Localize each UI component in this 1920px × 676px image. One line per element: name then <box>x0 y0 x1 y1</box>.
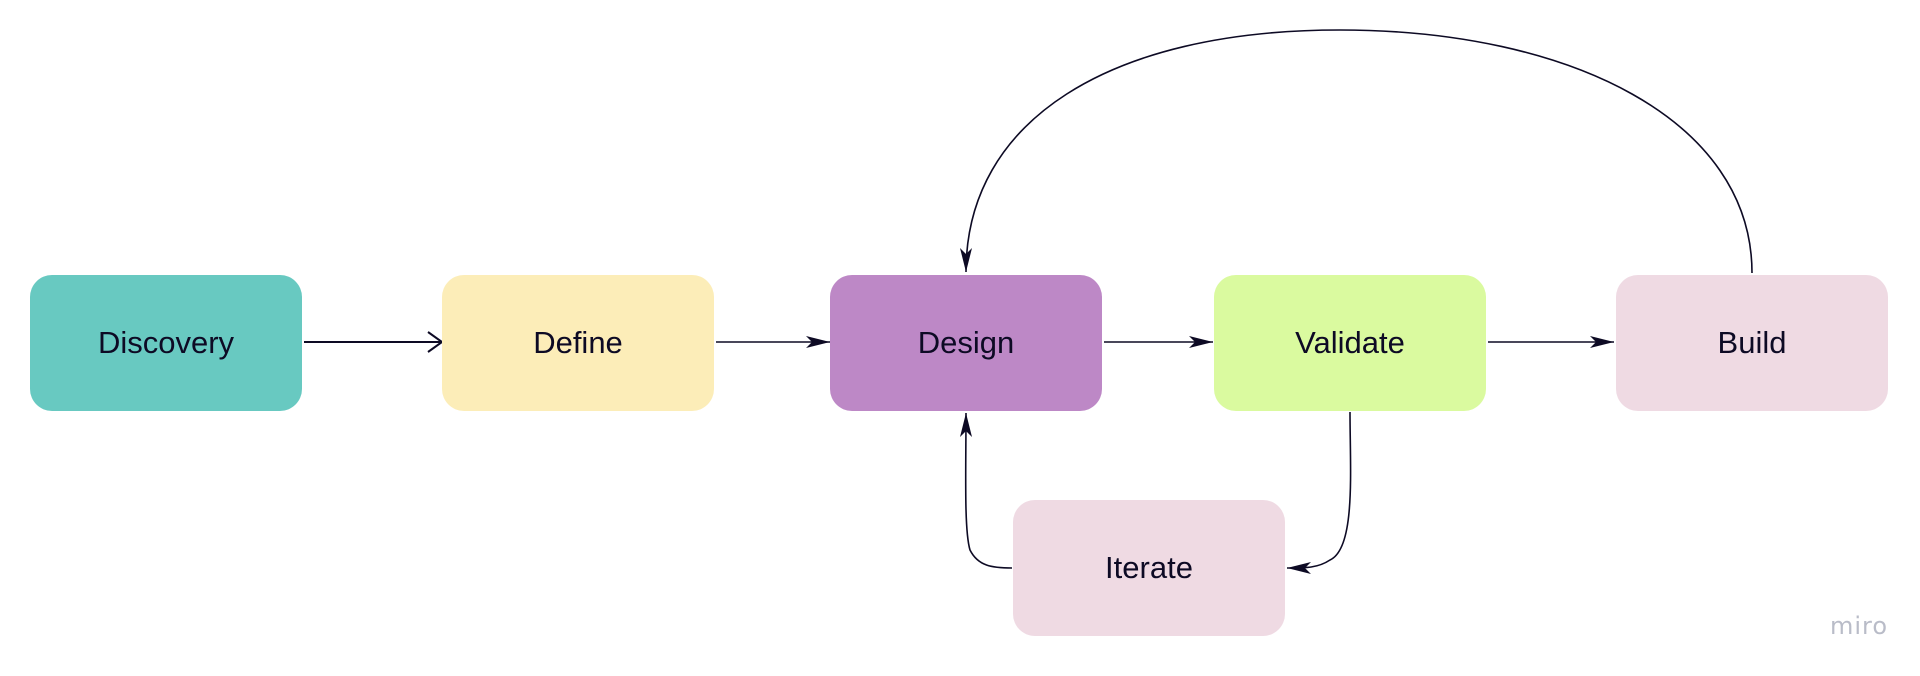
node-build[interactable]: Build <box>1616 275 1888 411</box>
edge-build-to-design[interactable] <box>960 29 1753 274</box>
node-design[interactable]: Design <box>830 275 1102 411</box>
node-validate[interactable]: Validate <box>1214 275 1486 411</box>
node-define[interactable]: Define <box>442 275 714 411</box>
miro-watermark-logo: miro <box>1830 612 1889 640</box>
edge-validate-to-iterate[interactable] <box>1286 411 1352 574</box>
node-discovery[interactable]: Discovery <box>30 275 302 411</box>
node-iterate[interactable]: Iterate <box>1013 500 1285 636</box>
edge-iterate-to-design[interactable] <box>959 412 1013 569</box>
